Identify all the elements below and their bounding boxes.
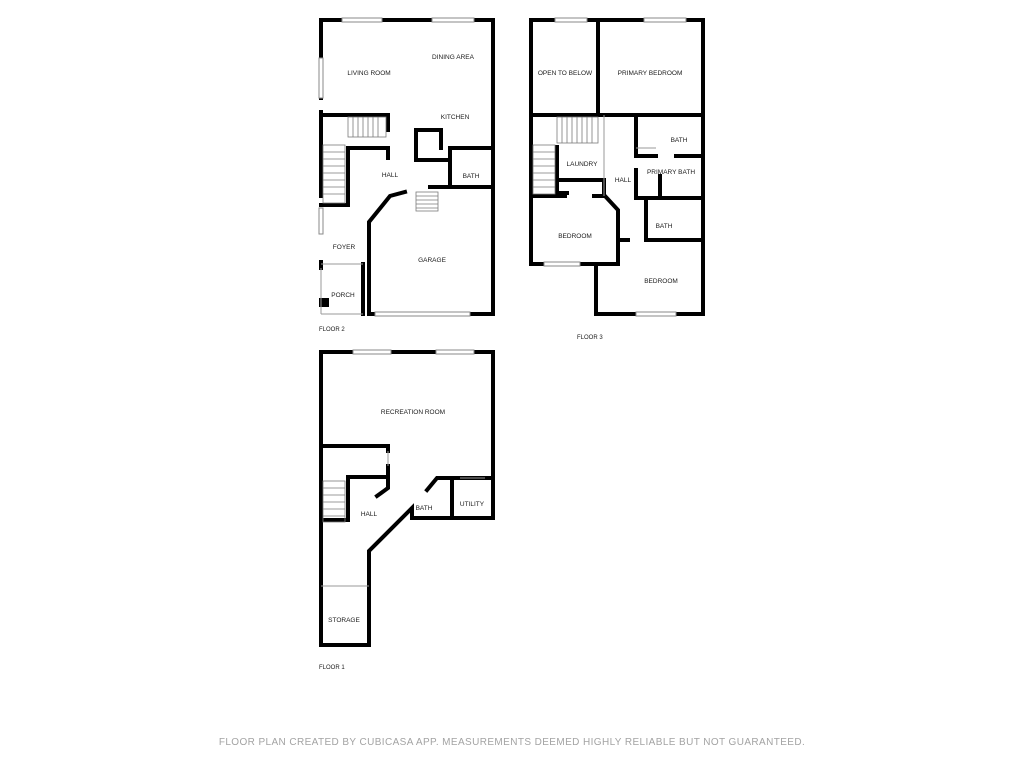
floor-label-floor-2: FLOOR 2 (319, 327, 345, 333)
room-label-garage: GARAGE (418, 257, 446, 264)
room-label-porch: PORCH (331, 292, 355, 299)
floor-label-floor-1: FLOOR 1 (319, 665, 345, 671)
floor-1-plan: RECREATION ROOM HALL BATH UTILITY STORAG… (319, 349, 495, 671)
room-label-foyer: FOYER (333, 244, 356, 251)
room-label-bath: BATH (463, 173, 480, 180)
room-label-hall: HALL (361, 511, 378, 518)
room-label-hall: HALL (615, 177, 632, 184)
floor-2-plan: LIVING ROOM DINING AREA KITCHEN HALL BAT… (318, 17, 495, 333)
room-label-primary-bath: PRIMARY BATH (647, 169, 695, 176)
room-label-bath: BATH (416, 505, 433, 512)
floor-2-stairs-garage (415, 191, 439, 212)
room-label-bedroom-left: BEDROOM (558, 233, 592, 240)
floor-label-floor-3: FLOOR 3 (577, 335, 603, 341)
room-label-bedroom-right: BEDROOM (644, 278, 678, 285)
room-label-dining-area: DINING AREA (432, 54, 475, 61)
room-label-recreation-room: RECREATION ROOM (381, 409, 445, 416)
room-label-bath-lower: BATH (656, 223, 673, 230)
floor-3-stairs-left (532, 144, 556, 195)
room-label-storage: STORAGE (328, 617, 360, 624)
floor-2-stairs-upper (347, 116, 387, 138)
floor-3-plan: OPEN TO BELOW PRIMARY BEDROOM BATH LAUND… (529, 17, 705, 341)
column-block (319, 298, 329, 307)
room-label-utility: UTILITY (460, 501, 485, 508)
room-label-hall: HALL (382, 172, 399, 179)
room-label-laundry: LAUNDRY (567, 161, 599, 168)
floor-2-stairs-left (322, 144, 346, 204)
room-label-primary-bedroom: PRIMARY BEDROOM (618, 70, 683, 77)
room-label-kitchen: KITCHEN (441, 114, 470, 121)
room-label-bath-upper: BATH (671, 137, 688, 144)
floor-1-stairs (322, 480, 346, 523)
room-label-open-to-below: OPEN TO BELOW (538, 70, 593, 77)
room-label-living-room: LIVING ROOM (347, 70, 390, 77)
floor-3-stairs-upper (556, 116, 599, 144)
footer-disclaimer: FLOOR PLAN CREATED BY CUBICASA APP. MEAS… (219, 737, 805, 748)
